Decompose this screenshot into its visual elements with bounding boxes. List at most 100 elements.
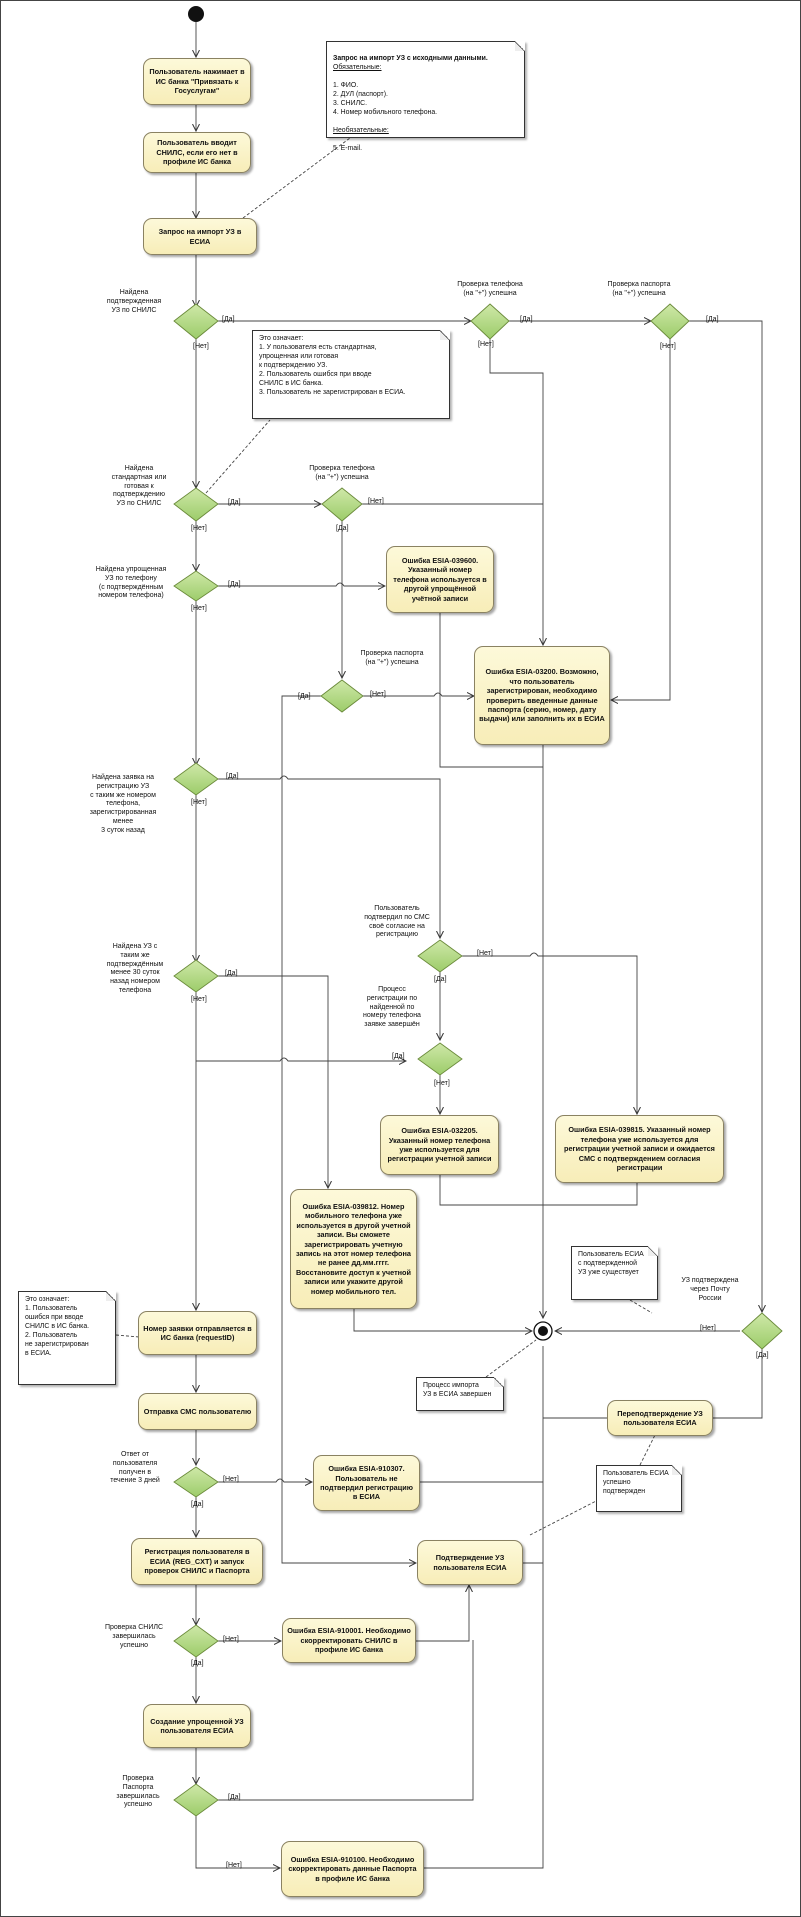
decision-d4 [173,762,219,796]
decision-phone2 [321,487,363,522]
note-anchor [529,1498,601,1536]
note-means-2: Это означает: 1. Пользователь ошибся при… [18,1291,116,1385]
label-d1: Найдена подтвержденная УЗ по СНИЛС [106,289,162,314]
decision-phone1 [470,303,510,340]
final-node-core [538,1326,548,1336]
guard-regdone-yes: [Да] [392,1053,405,1060]
label-pass2: Проверка паспорта (на "+") успешна [360,650,424,666]
note-user-exists: Пользователь ЕСИА с подтвержденной УЗ уж… [571,1246,658,1300]
label-regdone: Процесс регистрации по найденной по номе… [363,986,421,1028]
guard-post-no: [Нет] [700,1325,716,1332]
decision-passchk [173,1783,219,1817]
note-optional: Необязательные: [333,126,389,134]
edge [218,1640,474,1801]
note-anchor [639,1434,656,1466]
note-anchor [115,1334,140,1338]
edge [195,1816,280,1868]
guard-snils-no: [Нет] [223,1636,239,1643]
label-phone2: Проверка телефона (на "+") успешна [309,465,375,481]
edge [353,1308,532,1331]
decision-pass1-top [650,303,690,340]
guard-reply-no: [Нет] [223,1476,239,1483]
activity-create-simple-account: Создание упрощенной УЗ пользователя ЕСИА [143,1704,251,1748]
edge [424,1346,544,1869]
guard-regdone-no: [Нет] [434,1080,450,1087]
edge [416,1585,469,1642]
edge [363,693,474,696]
edge [218,1479,312,1482]
note-import-title: Запрос на импорт УЗ с исходными данными. [333,54,488,62]
initial-node [188,6,204,22]
activity-import-request: Запрос на импорт УЗ в ЕСИА [143,218,257,255]
guard-post-yes: [Да] [756,1352,769,1359]
decision-reply [173,1466,219,1498]
edge [462,952,637,1114]
edge [218,775,440,938]
note-anchor [242,137,351,219]
guard-passchk-yes: [Да] [228,1794,241,1801]
guard-d3-yes: [Да] [228,581,241,588]
label-pass1-top: Проверка паспорта (на "+") успешна [607,281,671,297]
error-esia-032205: Ошибка ESIA-032205. Указанный номер теле… [380,1115,499,1175]
error-esia-910100: Ошибка ESIA-910100. Необходимо скорректи… [281,1841,424,1897]
label-d2: Найдена стандартная или готовая к подтве… [111,465,167,507]
edge [489,339,543,645]
guard-d1-yes: [Да] [222,316,235,323]
label-phone1: Проверка телефона (на "+") успешна [457,281,523,297]
edge [611,339,671,700]
activity-bind-gosuslugi: Пользователь нажимает в ИС банка "Привяз… [143,58,251,105]
guard-d1-no: [Нет] [193,343,209,350]
edge [218,583,385,586]
note-user-confirmed: Пользователь ЕСИА успешно подтвержден [596,1465,682,1512]
note-anchor [629,1299,653,1314]
guard-phone1-yes: [Да] [520,316,533,323]
label-post: УЗ подтверждена через Почту России [681,1277,739,1302]
note-import-request: Запрос на импорт УЗ с исходными данными.… [326,41,525,152]
guard-d2-no: [Нет] [191,525,207,532]
guard-pass2-no: [Нет] [370,691,386,698]
guard-phone1-no: [Нет] [478,341,494,348]
decision-smsok [417,939,463,973]
guard-passchk-no: [Нет] [226,1862,242,1869]
guard-d4-yes: [Да] [226,773,239,780]
guard-pass1-yes: [Да] [706,316,719,323]
label-snils: Проверка СНИЛС завершилась успешно [104,1624,164,1649]
decision-d2 [173,487,219,522]
decision-snils [173,1624,219,1658]
activity-send-request-id: Номер заявки отправляется в ИС банка (re… [138,1311,257,1355]
guard-smsok-yes: [Да] [434,976,447,983]
guard-smsok-no: [Нет] [477,950,493,957]
guard-d5-no: [Нет] [191,996,207,1003]
activity-send-sms: Отправка СМС пользователю [138,1393,257,1430]
guard-pass2-yes: [Да] [298,693,311,700]
edge [218,975,328,1188]
label-d3: Найдена упрощенная УЗ по телефону (с под… [95,566,167,600]
label-smsok: Пользователь подтвердил по СМС своё согл… [364,905,430,939]
edge [281,695,416,1563]
activity-enter-snils: Пользователь вводит СНИЛС, если его нет … [143,132,251,173]
guard-snils-yes: [Да] [191,1660,204,1667]
guard-d4-no: [Нет] [191,799,207,806]
edge [196,1058,406,1061]
decision-pass2 [320,679,364,713]
decision-d1 [173,303,219,340]
note-required: Обязательные: [333,63,382,71]
guard-phone2-no: [Нет] [368,498,384,505]
activity-confirm-account: Подтверждение УЗ пользователя ЕСИА [417,1540,523,1585]
guard-d2-yes: [Да] [228,499,241,506]
note-required-list: 1. ФИО. 2. ДУЛ (паспорт). 3. СНИЛС. 4. Н… [333,81,438,116]
label-reply: Ответ от пользователя получен в течение … [110,1451,160,1485]
guard-pass1-no: [Нет] [660,343,676,350]
edge [439,613,543,768]
error-esia-039812: Ошибка ESIA-039812. Номер мобильного тел… [290,1189,417,1309]
activity-register: Регистрация пользователя в ЕСИА (REG_CXT… [131,1538,263,1585]
note-anchor [485,1339,537,1378]
error-esia-910307: Ошибка ESIA-910307. Пользователь не подт… [313,1455,420,1511]
edge [439,1172,638,1206]
label-d4: Найдена заявка на регистрацию УЗ с таким… [89,774,157,834]
activity-reconfirm: Переподтверждение УЗ пользователя ЕСИА [607,1400,713,1436]
guard-d5-yes: [Да] [225,970,238,977]
note-anchor [205,419,271,494]
decision-d3 [173,570,219,602]
